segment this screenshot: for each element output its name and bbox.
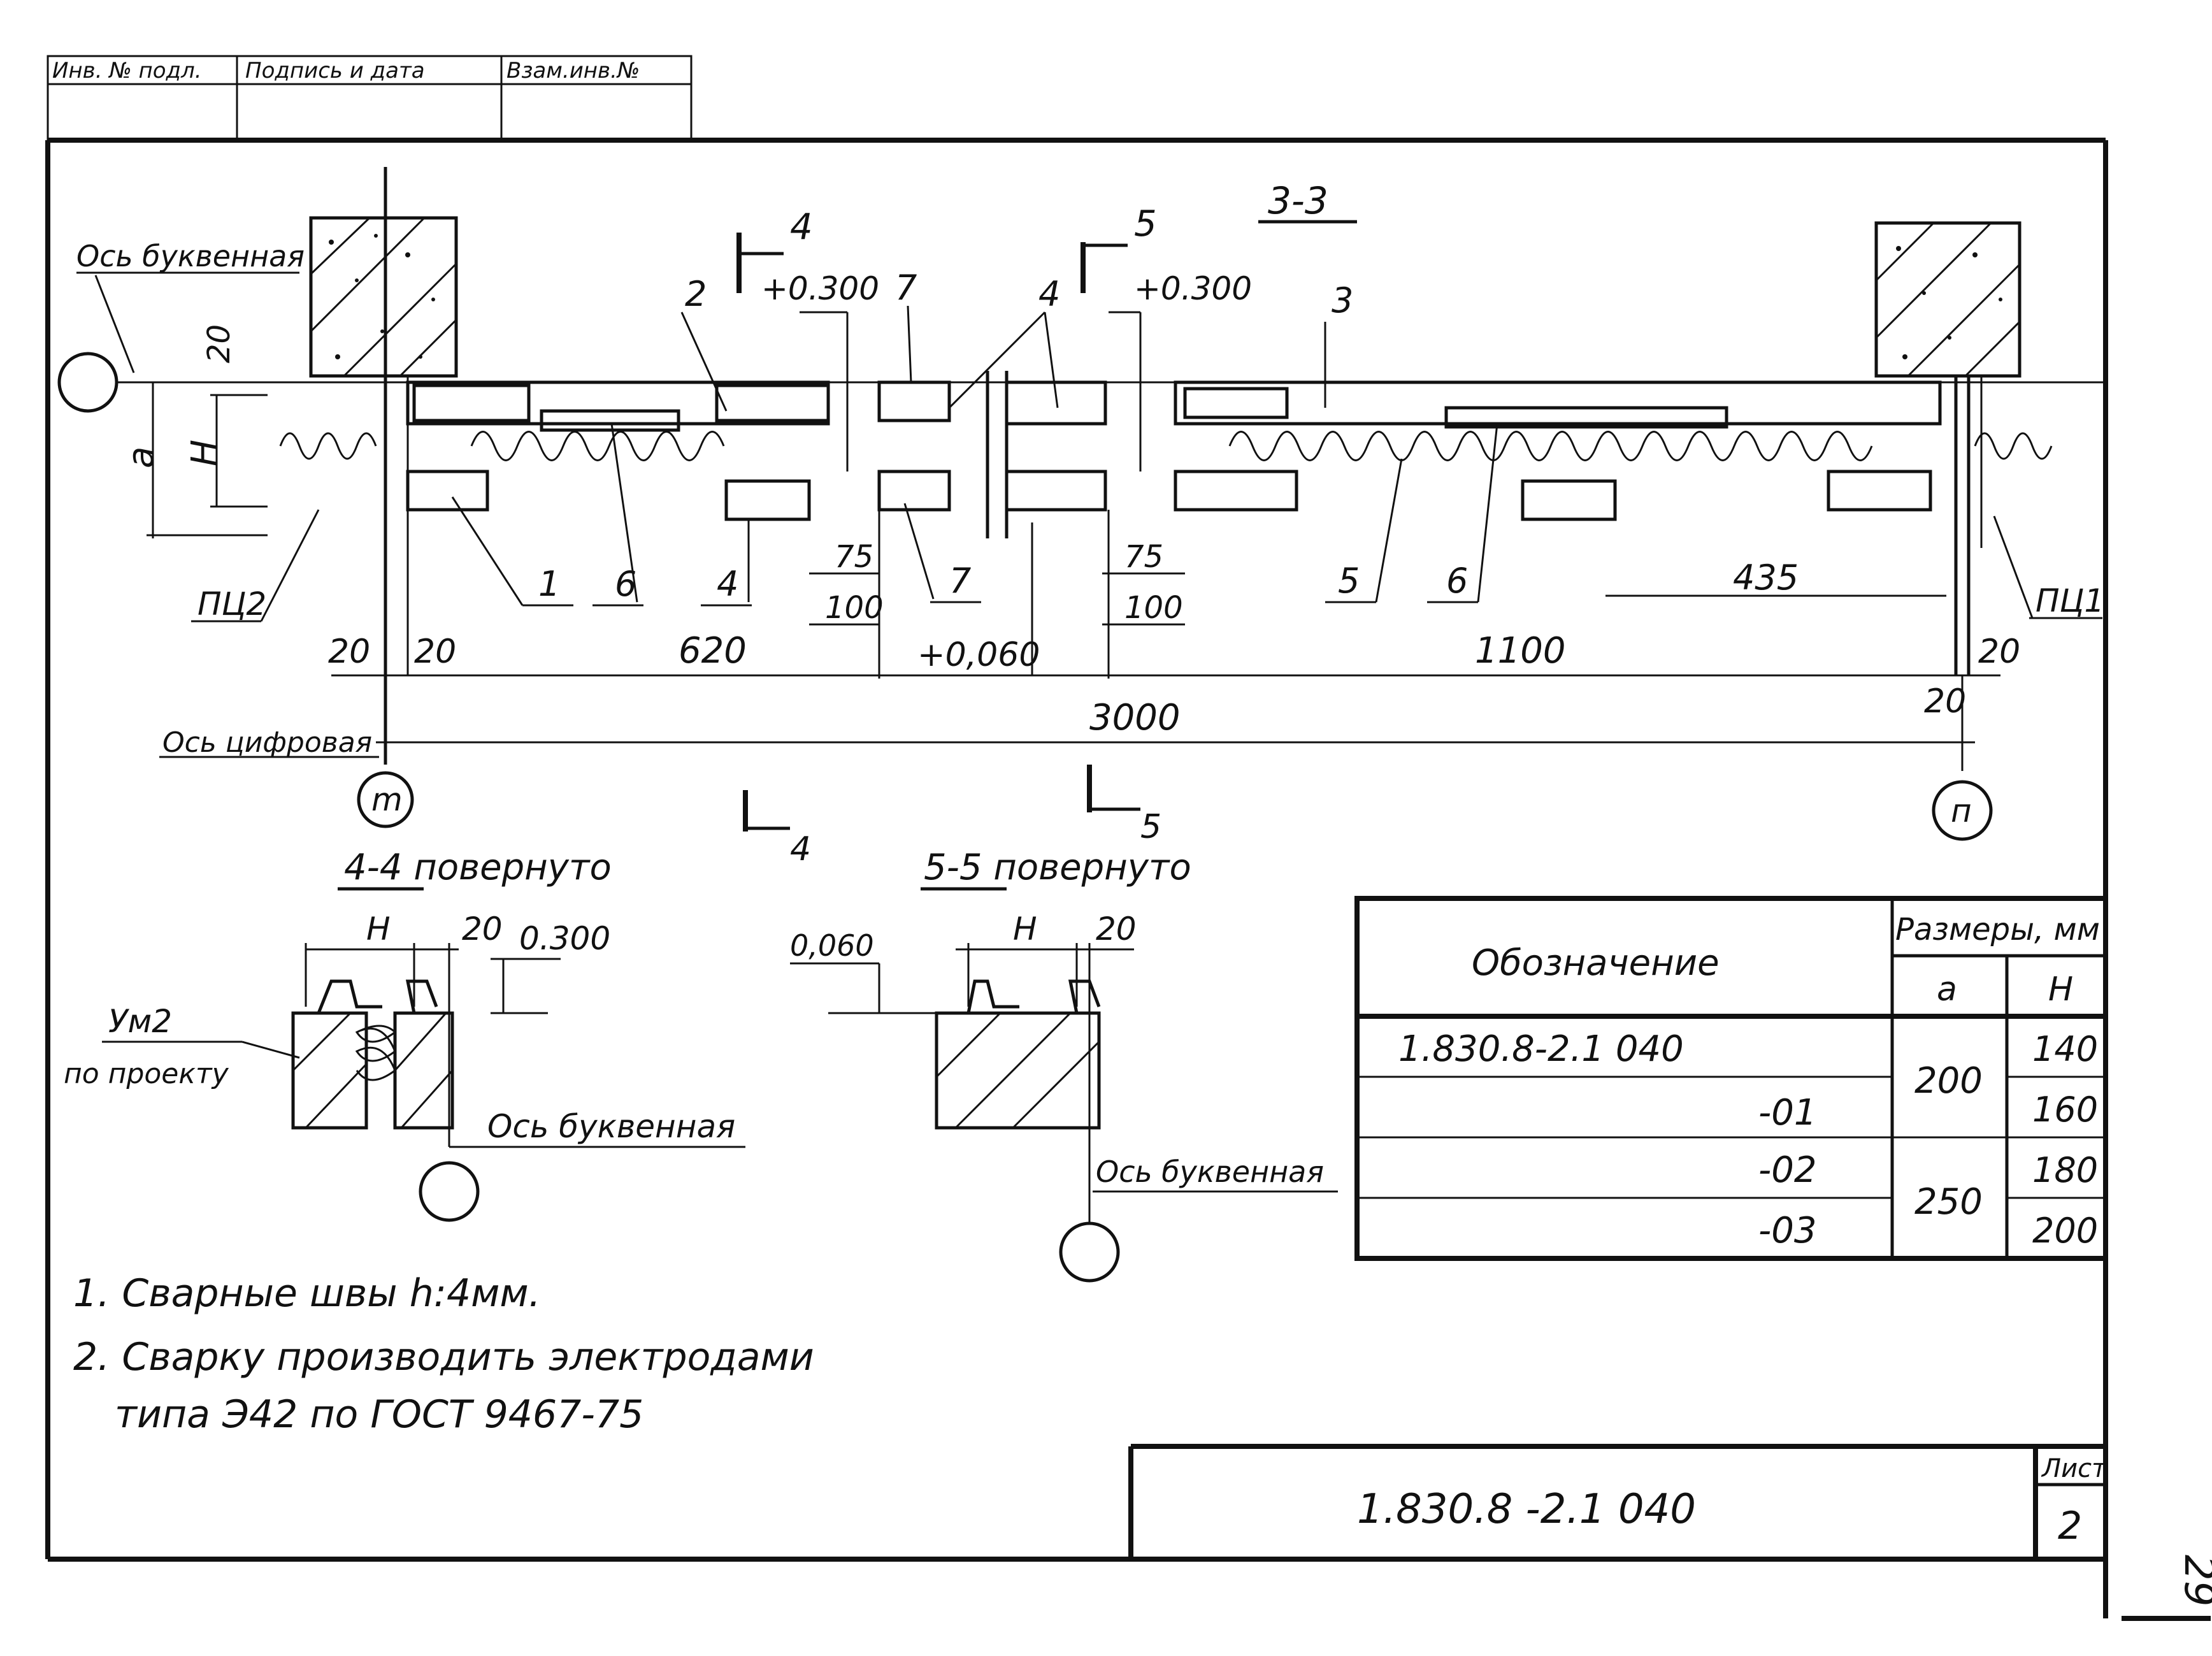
sheet-frame	[45, 138, 2108, 1618]
axis-letter-label: Ось буквенная	[76, 239, 305, 273]
vertical-dims: a H 20	[120, 324, 268, 536]
dim-75a: 75	[835, 539, 873, 575]
dim-H: H	[184, 440, 226, 466]
table-row-0-H: 140	[2032, 1029, 2098, 1069]
section-4-4-title: 4-4 повернуто	[344, 847, 612, 888]
pos-3: 3	[1332, 280, 1353, 320]
table-row-1-designation: -01	[1758, 1092, 1816, 1134]
pos-6-right: 6	[1446, 561, 1468, 601]
deck-right	[1005, 380, 1942, 521]
s55-H: H	[1013, 911, 1037, 947]
stamp-col3: Взам.инв.№	[506, 58, 640, 83]
s44-elev: 0.300	[519, 920, 610, 957]
dim-20-vert: 20	[201, 324, 237, 363]
dim-20c: 20	[1978, 633, 2020, 671]
table-row-0-designation: 1.830.8-2.1 040	[1398, 1028, 1684, 1070]
spring-coils	[279, 431, 2053, 461]
dim-435: 435	[1733, 558, 1799, 598]
s55-axis-label: Ось буквенная	[1096, 1155, 1324, 1189]
pos-4-left: 4	[717, 564, 738, 604]
cut4-bottom-label: 4	[790, 830, 811, 868]
table-row-2-H: 180	[2032, 1150, 2098, 1190]
note-2: 2. Сварку производить электродами	[73, 1335, 814, 1379]
stamp-col1: Инв. № подл.	[52, 58, 202, 83]
brick-wall-right	[1874, 221, 2022, 378]
section-5-5-title: 5-5 повернуто	[924, 847, 1191, 888]
table-row-3-H: 200	[2032, 1211, 2098, 1251]
dim-75b: 75	[1124, 539, 1163, 575]
cut5-bottom-label: 5	[1140, 808, 1161, 846]
table-col-a: a	[1937, 970, 1957, 1009]
cut5-top-label: 5	[1134, 203, 1157, 245]
axis-m-label: m	[371, 781, 403, 818]
dimension-lines: 20 20 620 75 100 +0,060 75 100 1100 435 …	[159, 510, 2020, 771]
cut-marker-4-bottom: 4	[743, 790, 811, 868]
pos-4-top: 4	[1038, 274, 1060, 314]
pos-1: 1	[538, 564, 560, 604]
table-col-H: H	[2048, 970, 2073, 1009]
section-3-3: 3-3 Ос	[57, 167, 2106, 868]
table-a-250: 250	[1914, 1181, 1983, 1223]
section-4-4: 4-4 повернуто H 20 0.300 Ум2 по проекту …	[64, 847, 745, 1222]
dim-20d: 20	[1924, 682, 1966, 721]
axis-circle-m: m	[357, 771, 414, 828]
s44-axis-label: Ось буквенная	[487, 1108, 735, 1145]
dim-3000: 3000	[1089, 697, 1181, 738]
axis-n-label: п	[1951, 793, 1972, 830]
pc1-label: ПЦ1	[2036, 582, 2104, 619]
notes: 1. Сварные швы h:4мм. 2. Сварку производ…	[73, 1271, 814, 1437]
s44-20: 20	[462, 911, 503, 947]
s44-H: H	[366, 911, 391, 947]
table-row-3-designation: -03	[1758, 1210, 1816, 1251]
cut4-top-label: 4	[790, 206, 813, 248]
brick-wall-left	[309, 216, 458, 378]
pos-7-bottom: 7	[949, 561, 971, 601]
s44-by-project: по проекту	[64, 1058, 229, 1090]
pos-2: 2	[685, 274, 707, 314]
page-number: 29	[2175, 1555, 2212, 1606]
dim-100b: 100	[1124, 590, 1183, 626]
section-5-5: 5-5 повернуто H 20 0,060 Ось буквенная	[790, 847, 1338, 1283]
pc2-label: ПЦ2	[198, 586, 266, 623]
elev-right: +0.300	[1134, 270, 1252, 307]
stamp-block: Инв. № подл. Подпись и дата Взам.инв.№	[47, 55, 693, 141]
dim-1100: 1100	[1475, 630, 1566, 672]
cut-marker-5-bottom: 5	[1087, 765, 1161, 846]
sheet-label: Лист	[2041, 1454, 2108, 1483]
note-1: 1. Сварные швы h:4мм.	[73, 1271, 541, 1316]
dim-20a: 20	[328, 633, 370, 671]
sheet-number: 2	[2058, 1504, 2082, 1548]
pos-7-top: 7	[895, 268, 917, 308]
title-code: 1.830.8 -2.1 040	[1357, 1486, 1696, 1533]
dim-100a: 100	[825, 590, 884, 626]
deck-left	[406, 371, 1009, 538]
sizes-table: Обозначение Размеры, мм a H 1.830.8-2.1 …	[1354, 896, 2108, 1261]
dim-620: 620	[679, 630, 747, 672]
table-row-1-H: 160	[2032, 1090, 2098, 1130]
table-header-sizes: Размеры, мм	[1895, 912, 2100, 947]
table-a-200: 200	[1914, 1060, 1983, 1102]
axis-digit-label: Ось цифровая	[162, 726, 372, 759]
section-3-3-title: 3-3	[1268, 179, 1328, 222]
pos-5: 5	[1338, 561, 1360, 601]
s55-20: 20	[1096, 911, 1137, 947]
elev-bottom: +0,060	[917, 636, 1040, 674]
dim-a: a	[120, 447, 162, 468]
dim-20b: 20	[414, 633, 456, 671]
s44-um2: Ум2	[108, 1003, 172, 1040]
elev-left: +0.300	[761, 270, 879, 307]
cut-marker-4-top: 4 +0.300	[736, 206, 879, 472]
table-row-2-designation: -02	[1758, 1149, 1816, 1191]
stamp-col2: Подпись и дата	[245, 58, 425, 83]
note-3: типа Э42 по ГОСТ 9467-75	[115, 1392, 643, 1437]
axis-circle-n: п	[1932, 780, 1993, 841]
table-header-designation: Обозначение	[1472, 942, 1720, 984]
title-block: 1.830.8 -2.1 040 Лист 2 29	[1128, 1444, 2212, 1621]
s55-elev: 0,060	[790, 928, 874, 963]
cut-marker-5-top: 5 +0.300	[1081, 203, 1252, 472]
position-labels: 2 7 4 3 1 6 4 7 5 6 П	[191, 268, 2104, 623]
